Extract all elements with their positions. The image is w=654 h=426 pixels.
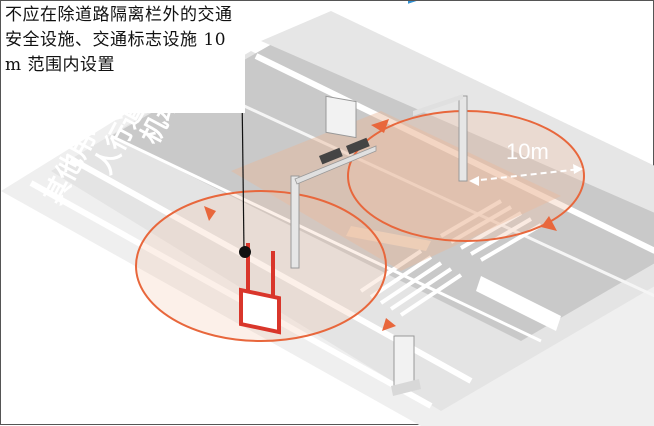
zebra-crossing [359,199,543,317]
red-sign-post [246,243,250,293]
near-sign-post [393,335,415,387]
lane-edge-line [110,134,542,343]
red-sign-icon [239,287,281,335]
distance-arrowhead [469,176,479,186]
signal-pole [290,175,300,269]
caption-box: 不应在除道路隔离栏外的交通安全设施、交通标志设施 10 m 范围内设置 [1,1,245,113]
traffic-light-icon [345,137,370,155]
caption-text: 不应在除道路隔离栏外的交通安全设施、交通标志设施 10 m 范围内设置 [5,5,233,75]
lane-edge-line [200,84,654,298]
direction-sign-icon [408,1,456,4]
median-strip [346,226,431,251]
arrow-head [541,216,557,231]
arrow-head [204,206,216,221]
lane-edge-line [29,180,433,409]
distance-label: 10m [506,139,549,164]
gantry-arm [413,94,463,116]
far-sign-post [325,95,357,139]
arrow-head [371,119,389,133]
signal-arm [294,145,377,185]
motor-lane-area [111,36,654,341]
gantry-pole [458,95,468,182]
red-sign-post [271,251,275,299]
range-circle-left [135,190,387,342]
restricted-zone-band [231,111,561,271]
near-sign-base [391,379,421,396]
arrow-head [382,318,396,331]
median-strip [476,276,561,331]
traffic-light-icon [318,147,343,165]
distance-line [470,168,582,182]
lane-edge-line [254,53,654,254]
caption-leader-dot [239,246,251,258]
distance-arrowhead [573,164,583,174]
